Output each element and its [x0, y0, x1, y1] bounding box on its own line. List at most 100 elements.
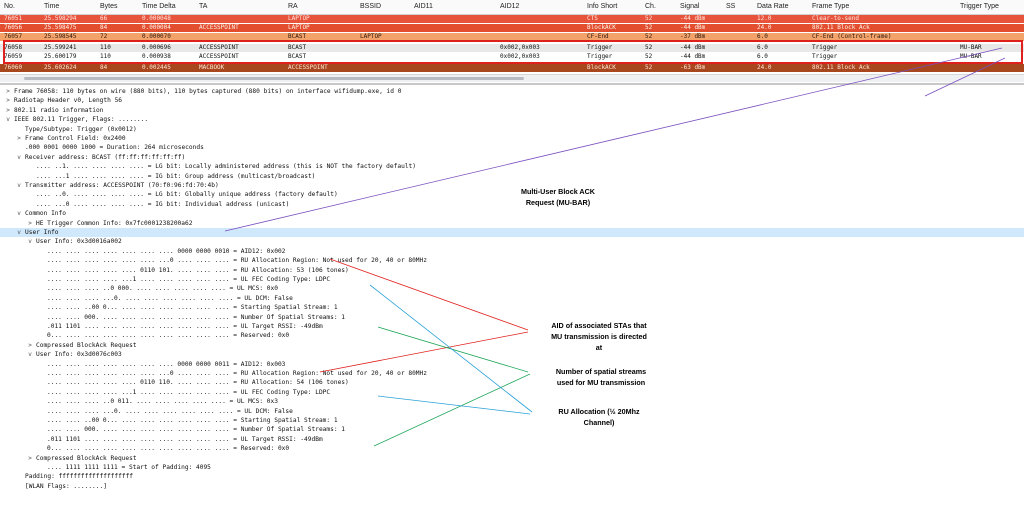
pane-splitter[interactable] — [0, 83, 1024, 85]
tree-node[interactable]: >Radiotap Header v0, Length 56 — [0, 96, 1024, 105]
tree-node[interactable]: .... .... 000. .... .... .... .... .... … — [0, 313, 1024, 322]
column-header-bytes[interactable]: Bytes — [100, 3, 118, 10]
scrollbar-thumb[interactable] — [24, 77, 524, 80]
column-header-aid11[interactable]: AID11 — [414, 3, 433, 10]
tree-node[interactable]: .... .... .... .... .... 0110 110. .... … — [0, 378, 1024, 387]
tree-node[interactable]: .000 0001 0000 1000 = Duration: 264 micr… — [0, 143, 1024, 152]
column-header-trigger-type[interactable]: Trigger Type — [960, 3, 999, 10]
chevron-right-icon[interactable]: > — [28, 454, 32, 462]
column-header-bssid[interactable]: BSSID — [360, 3, 382, 10]
packet-cell-time: 25.598475 — [44, 24, 77, 31]
chevron-right-icon[interactable]: > — [28, 219, 32, 227]
chevron-right-icon[interactable]: > — [6, 106, 10, 114]
chevron-right-icon[interactable]: > — [17, 135, 21, 142]
tree-node[interactable]: >Frame 76058: 110 bytes on wire (880 bit… — [0, 87, 1024, 96]
packet-cell-signal: -44 dBm — [680, 44, 706, 51]
column-header-signal[interactable]: Signal — [680, 3, 700, 10]
tree-node[interactable]: .011 1101 .... .... .... .... .... .... … — [0, 322, 1024, 331]
tree-node[interactable]: .... ...1 .... .... .... .... = IG bit: … — [0, 172, 1024, 181]
packet-cell-bytes: 110 — [100, 44, 111, 51]
column-header-data-rate[interactable]: Data Rate — [757, 3, 789, 10]
tree-node[interactable]: >Frame Control Field: 0x2400 — [0, 134, 1024, 143]
chevron-down-icon[interactable]: v — [17, 210, 21, 218]
chevron-right-icon[interactable]: > — [6, 88, 10, 95]
column-header-ta[interactable]: TA — [199, 3, 208, 10]
tree-node-label: .... .... .... .... ...1 .... .... .... … — [47, 388, 331, 396]
column-header-no[interactable]: No. — [4, 3, 15, 10]
packet-cell-ra: BCAST — [288, 44, 307, 51]
column-header-ss[interactable]: SS — [726, 3, 736, 10]
chevron-right-icon[interactable]: > — [6, 97, 10, 105]
tree-node[interactable]: .... .... .... ...0. .... .... .... ....… — [0, 407, 1024, 416]
tree-node[interactable]: [WLAN Flags: ........] — [0, 482, 1024, 491]
tree-node-label: .... ..0. .... .... .... .... = LG bit: … — [36, 191, 338, 199]
tree-node[interactable]: .... .... .... ..0 000. .... .... .... .… — [0, 284, 1024, 293]
packet-cell-ta: MACBOOK — [199, 64, 225, 71]
tree-node-label: .... .... .... .... .... .... .... 0000 … — [47, 247, 286, 255]
chevron-right-icon[interactable]: > — [28, 341, 32, 349]
tree-node[interactable]: >Compressed BlockAck Request — [0, 341, 1024, 350]
tree-node-label: Padding: ffffffffffffffffffff — [25, 473, 134, 481]
tree-node[interactable]: .... 1111 1111 1111 = Start of Padding: … — [0, 463, 1024, 472]
annotation-ss-line2: used for MU transmission — [556, 378, 646, 387]
column-header-ch[interactable]: Ch. — [645, 3, 656, 10]
packet-cell-ra: LAPTOP — [288, 15, 310, 22]
tree-node[interactable]: 0... .... .... .... .... .... .... .... … — [0, 331, 1024, 340]
tree-node[interactable]: .... .... .... .... .... .... ...0 .... … — [0, 256, 1024, 265]
tree-node[interactable]: .... .... .... .... .... 0110 101. .... … — [0, 266, 1024, 275]
tree-node[interactable]: .011 1101 .... .... .... .... .... .... … — [0, 435, 1024, 444]
tree-node[interactable]: .... .... .... .... .... .... .... 0000 … — [0, 247, 1024, 256]
chevron-down-icon[interactable]: v — [28, 238, 32, 246]
column-header-ra[interactable]: RA — [288, 3, 298, 10]
column-header-frame-type[interactable]: Frame Type — [812, 3, 850, 10]
tree-node[interactable]: .... .... .... .... ...1 .... .... .... … — [0, 275, 1024, 284]
tree-node-label: .... .... 000. .... .... .... .... .... … — [47, 313, 346, 321]
tree-node[interactable]: .... .... .... .... ...1 .... .... .... … — [0, 388, 1024, 397]
tree-node[interactable]: .... .... ..00 0... .... .... .... .... … — [0, 416, 1024, 425]
tree-node[interactable]: >802.11 radio information — [0, 106, 1024, 115]
tree-node[interactable]: Type/Subtype: Trigger (0x0012) — [0, 125, 1024, 134]
tree-node-label: .... ..1. .... .... .... .... = LG bit: … — [36, 163, 416, 171]
annotation-aid-line1: AID of associated STAs that — [551, 321, 647, 330]
tree-node[interactable]: .... .... .... ...0. .... .... .... ....… — [0, 294, 1024, 303]
column-header-info-short[interactable]: Info Short — [587, 3, 618, 10]
annotation-aid-line3: at — [595, 343, 603, 352]
packet-details-tree[interactable]: >Frame 76058: 110 bytes on wire (880 bit… — [0, 87, 1024, 517]
tree-node[interactable]: .... .... .... .... .... .... .... 0000 … — [0, 360, 1024, 369]
packet-cell-ch: 52 — [645, 64, 653, 71]
tree-node[interactable]: .... .... .... .... .... .... ...0 .... … — [0, 369, 1024, 378]
tree-node[interactable]: .... ..1. .... .... .... .... = LG bit: … — [0, 162, 1024, 171]
tree-node-label: Type/Subtype: Trigger (0x0012) — [25, 125, 137, 133]
chevron-down-icon[interactable]: v — [28, 351, 32, 359]
chevron-down-icon[interactable]: v — [17, 182, 21, 189]
tree-node[interactable]: .... .... .... ..0 011. .... .... .... .… — [0, 397, 1024, 406]
chevron-down-icon[interactable]: v — [17, 153, 21, 161]
tree-node[interactable]: > Compressed BlockAck Request — [0, 454, 1024, 463]
chevron-down-icon[interactable]: v — [17, 229, 21, 236]
tree-node[interactable]: .... .... ..00 0... .... .... .... .... … — [0, 303, 1024, 312]
tree-node-label: Compressed BlockAck Request — [36, 454, 137, 462]
annotation-ru-line2: Channel) — [583, 418, 615, 427]
packet-cell-info: BlockACK — [587, 24, 616, 31]
horizontal-scrollbar[interactable] — [0, 74, 1024, 82]
tree-node[interactable]: .... .... 000. .... .... .... .... .... … — [0, 425, 1024, 434]
tree-node[interactable]: Padding: ffffffffffffffffffff — [0, 472, 1024, 481]
tree-node[interactable]: >HE Trigger Common Info: 0x7fc0001238200… — [0, 219, 1024, 228]
tree-node-label: .... .... .... ..0 011. .... .... .... .… — [47, 398, 278, 406]
column-header-time-delta[interactable]: Time Delta — [142, 3, 176, 10]
chevron-down-icon[interactable]: v — [6, 116, 10, 124]
column-header-aid12[interactable]: AID12 — [500, 3, 520, 10]
column-header-time[interactable]: Time — [44, 3, 60, 10]
tree-node[interactable]: 0... .... .... .... .... .... .... .... … — [0, 444, 1024, 453]
